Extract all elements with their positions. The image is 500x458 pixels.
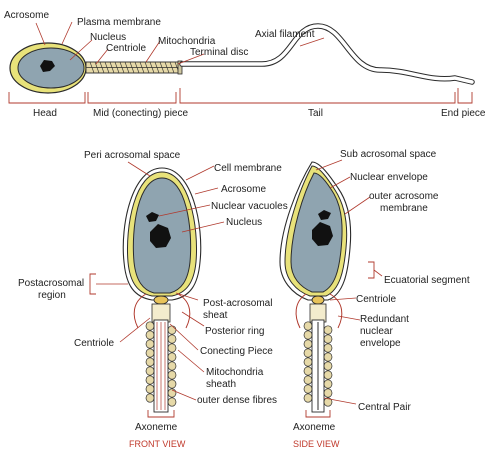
label-head: Head	[33, 108, 57, 119]
front-mito-bead	[167, 334, 177, 344]
side-mito-bead	[303, 384, 313, 394]
side-mito-bead	[303, 375, 313, 385]
side-mito-bead	[323, 325, 333, 335]
side-mito-bead	[303, 348, 313, 358]
top-mito-segment	[109, 61, 115, 74]
side-mito-bead	[303, 330, 313, 340]
front-mito-bead	[167, 397, 177, 407]
front-mito-bead	[167, 343, 177, 353]
top-mito-segment	[134, 61, 140, 74]
top-mito-segment	[164, 61, 170, 74]
front-mito-bead	[145, 357, 155, 367]
top-mito-segment	[149, 61, 155, 74]
side-mito-bead	[323, 397, 333, 407]
label-mitochondria: Mitochondria	[158, 36, 216, 47]
top-mito-segment	[129, 61, 135, 74]
label-nucleus: Nucleus	[90, 32, 126, 43]
label-centriole: Centriole	[106, 43, 146, 54]
top-mito-segment	[94, 61, 100, 74]
top-nucleus-vacuole	[40, 60, 55, 72]
top-mito-segment	[89, 61, 95, 74]
side-mito-bead	[303, 321, 313, 331]
front-mito-bead	[145, 375, 155, 385]
label-cell-membrane: Cell membrane	[214, 163, 282, 174]
side-mito-bead	[323, 352, 333, 362]
label-side-axoneme: Axoneme	[293, 422, 336, 433]
side-mito-bead	[323, 361, 333, 371]
label-central-pair: Central Pair	[358, 402, 411, 413]
label-terminal-disc: Terminal disc	[190, 47, 248, 58]
top-mito-segment	[169, 61, 175, 74]
front-mito-bead	[145, 384, 155, 394]
side-mito-bead	[323, 388, 333, 398]
front-vacuole-large	[150, 224, 171, 248]
front-mito-bead	[145, 330, 155, 340]
label-outer-dense-fibres: outer dense fibres	[197, 395, 277, 406]
side-mito-bead	[323, 334, 333, 344]
side-centriole	[311, 295, 325, 305]
top-mito-segment	[124, 61, 130, 74]
side-mito-bead	[323, 379, 333, 389]
label-mid-piece: Mid (conecting) piece	[93, 108, 188, 119]
label-plasma-membrane: Plasma membrane	[77, 17, 161, 28]
front-mito-bead	[167, 361, 177, 371]
side-mito-bead	[303, 366, 313, 376]
front-mito-bead	[167, 325, 177, 335]
front-mito-bead	[145, 339, 155, 349]
label-nuclear-envelope: Nuclear envelope	[350, 172, 428, 183]
front-mito-bead	[167, 370, 177, 380]
front-mito-bead	[145, 321, 155, 331]
label-posterior-ring: Posterior ring	[205, 326, 264, 337]
label-ecuatorial-segment: Ecuatorial segment	[384, 275, 470, 286]
top-mito-segment	[99, 61, 105, 74]
side-mito-bead	[323, 370, 333, 380]
label-acrosome: Acrosome	[4, 10, 49, 21]
label-end-piece: End piece	[441, 108, 486, 119]
top-mito-segment	[154, 61, 160, 74]
front-mito-bead	[145, 366, 155, 376]
front-mito-bead	[145, 393, 155, 403]
top-mito-segment	[144, 61, 150, 74]
top-mito-segment	[114, 61, 120, 74]
top-mito-segment	[104, 61, 110, 74]
label-tail: Tail	[308, 108, 323, 119]
label-sub-acrosomal-space: Sub acrosomal space	[340, 149, 437, 160]
front-mito-bead	[167, 352, 177, 362]
top-mito-segment	[159, 61, 165, 74]
front-centriole	[153, 295, 169, 305]
front-mito-bead	[167, 379, 177, 389]
side-mito-bead	[303, 357, 313, 367]
label-front-view: FRONT VIEW	[129, 439, 186, 449]
side-vacuole-large	[312, 222, 333, 246]
side-view-diagram: Sub acrosomal space Nuclear envelope out…	[279, 149, 470, 449]
label-side-centriole: Centriole	[356, 294, 396, 305]
label-axial-filament: Axial filament	[255, 29, 315, 40]
label-front-centriole: Centriole	[74, 338, 114, 349]
whole-sperm-diagram: Acrosome Plasma membrane Nucleus Centrio…	[4, 10, 486, 119]
top-terminal-disc	[177, 60, 183, 75]
label-peri-acrosomal-space: Peri acrosomal space	[84, 150, 181, 161]
label-nuclear-vacuoles: Nuclear vacuoles	[211, 201, 288, 212]
front-view-diagram: Peri acrosomal space Cell membrane Acros…	[18, 150, 288, 449]
label-front-axoneme: Axoneme	[135, 422, 178, 433]
side-mito-bead	[303, 339, 313, 349]
label-conecting-piece: Conecting Piece	[200, 346, 273, 357]
side-mito-bead	[303, 393, 313, 403]
side-vacuole-small	[318, 210, 331, 220]
label-front-nucleus: Nucleus	[226, 217, 262, 228]
front-vacuole-small	[146, 212, 159, 222]
top-mito-segment	[139, 61, 145, 74]
label-side-view: SIDE VIEW	[293, 439, 340, 449]
side-mito-bead	[323, 343, 333, 353]
top-mito-segment	[119, 61, 125, 74]
front-mito-bead	[145, 348, 155, 358]
label-front-acrosome: Acrosome	[221, 184, 266, 195]
